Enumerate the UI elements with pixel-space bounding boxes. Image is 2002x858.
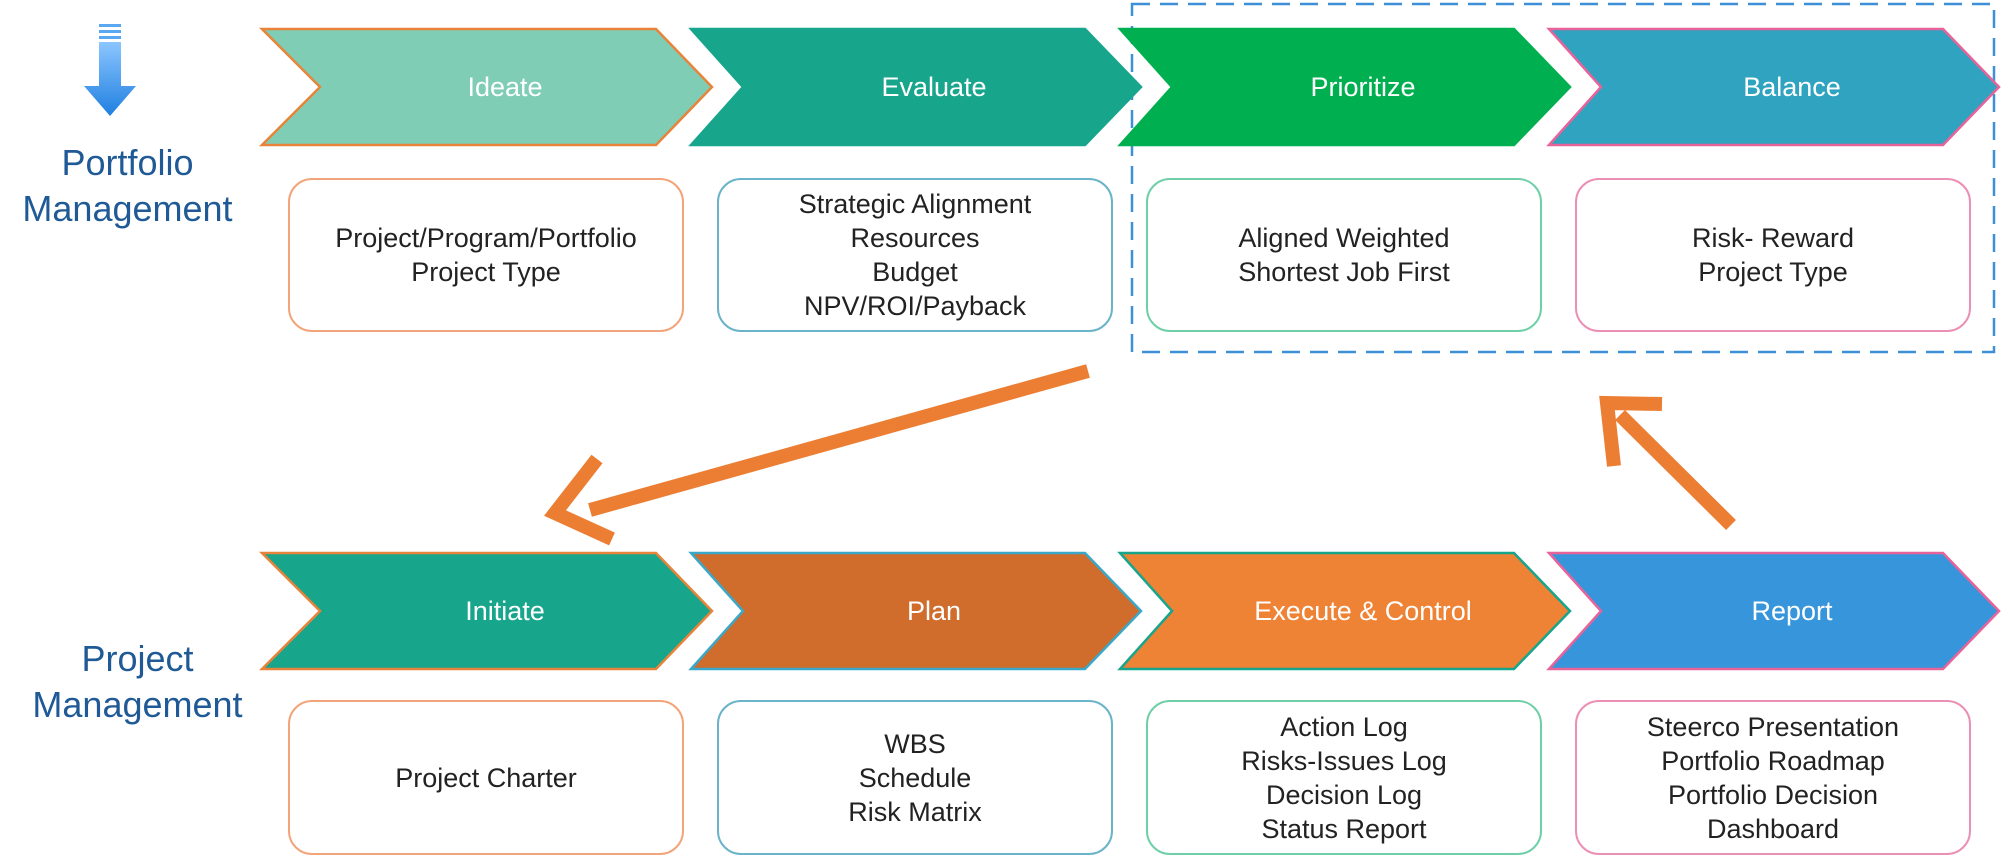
detail-line: Project Charter xyxy=(395,762,577,793)
chevron-ideate xyxy=(258,27,714,147)
chevron-label: Evaluate xyxy=(881,72,986,102)
chevron-evaluate xyxy=(688,27,1143,147)
ideate-details-box: Project/Program/Portfolio Project Type xyxy=(288,178,684,332)
flow-arrow-down-left xyxy=(544,364,1090,546)
report-details-box: Steerco Presentation Portfolio Roadmap P… xyxy=(1575,700,1971,855)
detail-line: Budget xyxy=(872,257,958,287)
execute-control-details-box: Action Log Risks-Issues Log Decision Log… xyxy=(1146,700,1542,855)
chevron-report xyxy=(1546,551,2001,671)
plan-details-box: WBS Schedule Risk Matrix xyxy=(717,700,1113,855)
chevron-prioritize xyxy=(1117,27,1572,147)
chevron-label: Execute & Control xyxy=(1254,596,1472,626)
detail-line: Schedule xyxy=(858,762,972,793)
detail-line: Decision Log xyxy=(1265,779,1423,810)
detail-line: Steerco Presentation xyxy=(1646,711,1900,742)
detail-line: Project/Program/Portfolio xyxy=(335,223,637,253)
balance-details-box: Risk- Reward Project Type xyxy=(1575,178,1971,332)
detail-line: Dashboard xyxy=(1706,813,1840,844)
chevron-label: Prioritize xyxy=(1310,72,1415,102)
detail-line: Strategic Alignment xyxy=(798,189,1032,219)
detail-line: Project Type xyxy=(1698,257,1848,287)
chevron-initiate xyxy=(258,551,714,671)
project-chevron-row: Initiate Plan Execute & Control Report xyxy=(258,551,2001,671)
chevron-balance xyxy=(1546,27,2001,147)
detail-line: Action Log xyxy=(1280,711,1408,742)
prioritize-details-box: Aligned Weighted Shortest Job First xyxy=(1146,178,1542,332)
detail-line: NPV/ROI/Payback xyxy=(803,291,1027,321)
project-management-label: Project Management xyxy=(0,636,275,728)
detail-line: Resources xyxy=(850,223,980,253)
chevron-plan xyxy=(688,551,1143,671)
detail-line: Project Type xyxy=(411,257,561,287)
highlight-dashed-box xyxy=(1130,2,1996,354)
detail-line: Shortest Job First xyxy=(1238,257,1450,287)
project-label-line-2: Management xyxy=(32,684,243,725)
detail-line: Status Report xyxy=(1261,813,1427,844)
chevron-label: Plan xyxy=(907,596,961,626)
down-arrow-icon xyxy=(84,24,136,116)
detail-line: Aligned Weighted xyxy=(1238,223,1450,253)
flow-arrow-up-left xyxy=(1599,395,1736,530)
detail-line: Risk Matrix xyxy=(848,796,982,827)
chevron-label: Report xyxy=(1751,596,1833,626)
detail-line: Portfolio Decision xyxy=(1667,779,1879,810)
portfolio-label-line-2: Management xyxy=(22,188,233,229)
detail-line: Risk- Reward xyxy=(1691,223,1855,253)
chevron-label: Initiate xyxy=(465,596,545,626)
detail-line: WBS xyxy=(884,728,946,759)
portfolio-chevron-row: Ideate Evaluate Prioritize Balance xyxy=(258,27,2001,147)
chevron-execute-control xyxy=(1117,551,1572,671)
portfolio-label-line-1: Portfolio xyxy=(61,142,194,183)
evaluate-details-box: Strategic Alignment Resources Budget NPV… xyxy=(717,178,1113,332)
portfolio-management-label: Portfolio Management xyxy=(0,140,255,232)
detail-line: Risks-Issues Log xyxy=(1241,745,1447,776)
chevron-label: Ideate xyxy=(467,72,542,102)
detail-line: Portfolio Roadmap xyxy=(1661,745,1885,776)
project-label-line-1: Project xyxy=(81,638,194,679)
chevron-label: Balance xyxy=(1743,72,1841,102)
initiate-details-box: Project Charter xyxy=(288,700,684,855)
